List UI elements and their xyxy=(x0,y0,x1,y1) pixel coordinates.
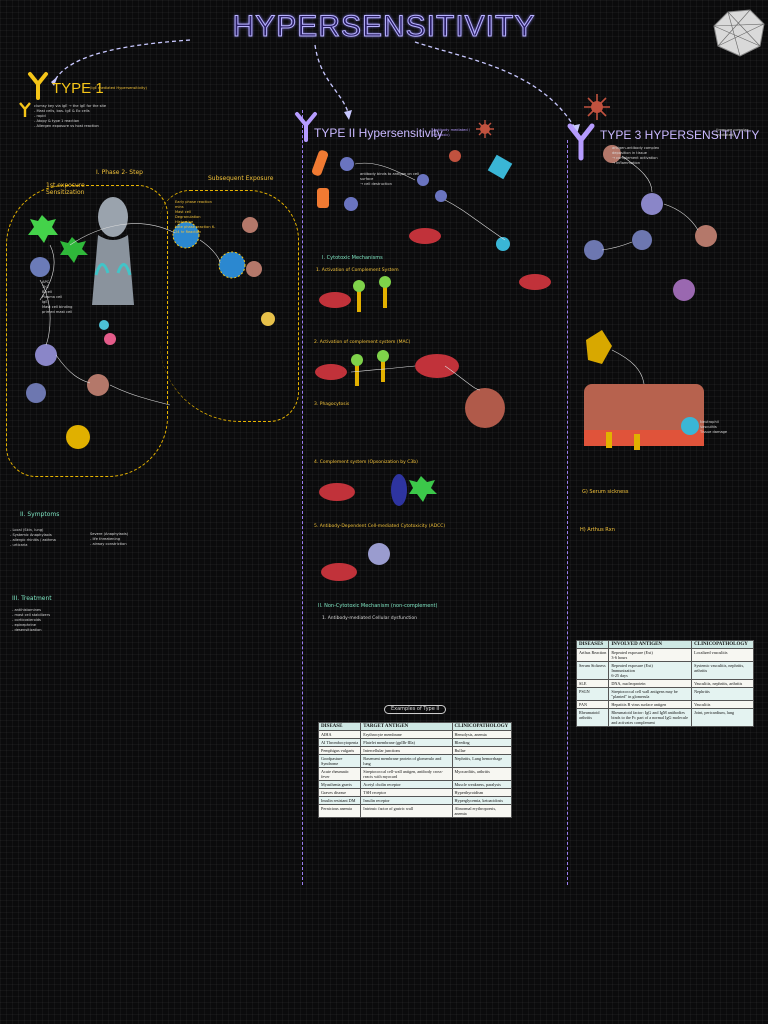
mesh-logo-icon xyxy=(713,9,765,57)
th-involved-antigen: INVOLVED ANTIGEN xyxy=(608,640,693,649)
sensitization-loop xyxy=(6,185,168,477)
type1-heading: TYPE 1 xyxy=(52,80,104,97)
type3-virus-icon xyxy=(584,94,610,120)
serum-sickness-heading: G) Serum sickness xyxy=(582,489,629,495)
symptoms-text: - Local (Skin, lung) - Systemic Anaphyla… xyxy=(10,528,56,547)
type3-table: DISEASES INVOLVED ANTIGEN CLINICOPATHOLO… xyxy=(575,640,754,727)
type2-sub: (Antibody mediated / cytotoxic) xyxy=(432,128,472,137)
virus-icon xyxy=(476,120,494,138)
symptoms-heading: II. Symptoms xyxy=(20,511,60,518)
th-disease: DISEASE xyxy=(317,722,362,731)
type2-notes: antibody binds to antigen on cell surfac… xyxy=(360,172,420,186)
title-arrows xyxy=(51,39,580,134)
type1-box-notes: Early phase reaction mins Mast cell Degr… xyxy=(175,200,216,234)
th-target-antigen: TARGET ANTIGEN xyxy=(360,722,453,731)
type3-heading: TYPE 3 HYPERSENSITIVITY xyxy=(600,128,760,142)
th-diseases: DISEASES xyxy=(575,640,610,649)
type1-notes: clumsy key via IgE → the IgE for the sit… xyxy=(34,104,107,128)
treatment-text: - antihistamines - mast cell stabilizers… xyxy=(12,608,51,632)
type3-site-notes: Neutrophil Vasculitis Tissue damage xyxy=(700,420,728,434)
type3-cells xyxy=(584,145,717,450)
mech1e-label: 5. Antibody-Dependent Cell-mediated Cyto… xyxy=(314,524,446,529)
type3-sub: (Immune complex mediated) xyxy=(716,128,750,137)
treatment-heading: III. Treatment xyxy=(12,595,52,602)
th-clinicopathology: CLINICOPATHOLOGY xyxy=(451,722,513,731)
type1-left-notes: APC Th2 B-cell Plasma cell IgE Mast cell… xyxy=(42,280,73,314)
human-figure-icon xyxy=(92,197,134,305)
antibody-icon xyxy=(28,72,48,100)
type2-cells xyxy=(311,150,551,581)
page-title: HYPERSENSITIVITY xyxy=(232,10,536,44)
arthus-heading: H) Arthus Rxn xyxy=(580,527,615,533)
mech2a-label: 1. Antibody-mediated Cellular dysfunctio… xyxy=(322,616,417,621)
mech1d-label: 4. Complement system (Opsonization by C3… xyxy=(314,460,418,465)
phase-label: I. Phase 2- Step xyxy=(96,169,143,176)
examples-badge: Examples of Type II xyxy=(384,705,447,714)
divider-left xyxy=(302,110,303,885)
th-clinicopathology-3: CLINICOPATHOLOGY xyxy=(691,640,754,649)
antibody-small-icon xyxy=(19,102,31,117)
type1-cells xyxy=(26,215,275,449)
step2-label: Subsequent Exposure xyxy=(208,175,274,182)
type3-antibody-icon xyxy=(567,123,595,161)
type2-table: DISEASE TARGET ANTIGEN CLINICOPATHOLOGY … xyxy=(317,722,513,818)
type1-sub: (IgE mediated Hypersensitivity) xyxy=(90,86,147,90)
anaphylaxis-text: Severe (Anaphylaxis) - life threatening … xyxy=(90,532,129,546)
mech1a-label: 1. Activation of Complement System xyxy=(316,268,399,273)
type3-notes: antigen-antibody complex deposition in t… xyxy=(612,146,660,165)
type2-heading: TYPE II Hypersensitivity xyxy=(314,126,443,140)
divider-right xyxy=(567,140,568,885)
mech1c-label: 3. Phagocytosis xyxy=(314,402,350,407)
mech2-label: II. Non-Cytotoxic Mechanism (non-complem… xyxy=(318,603,438,609)
mech1-label: I. Cytotoxic Mechanisms xyxy=(322,255,383,261)
mech1b-label: 2. Activation of complement system (MAC) xyxy=(314,340,411,345)
type2-antibody-icon xyxy=(295,112,317,142)
